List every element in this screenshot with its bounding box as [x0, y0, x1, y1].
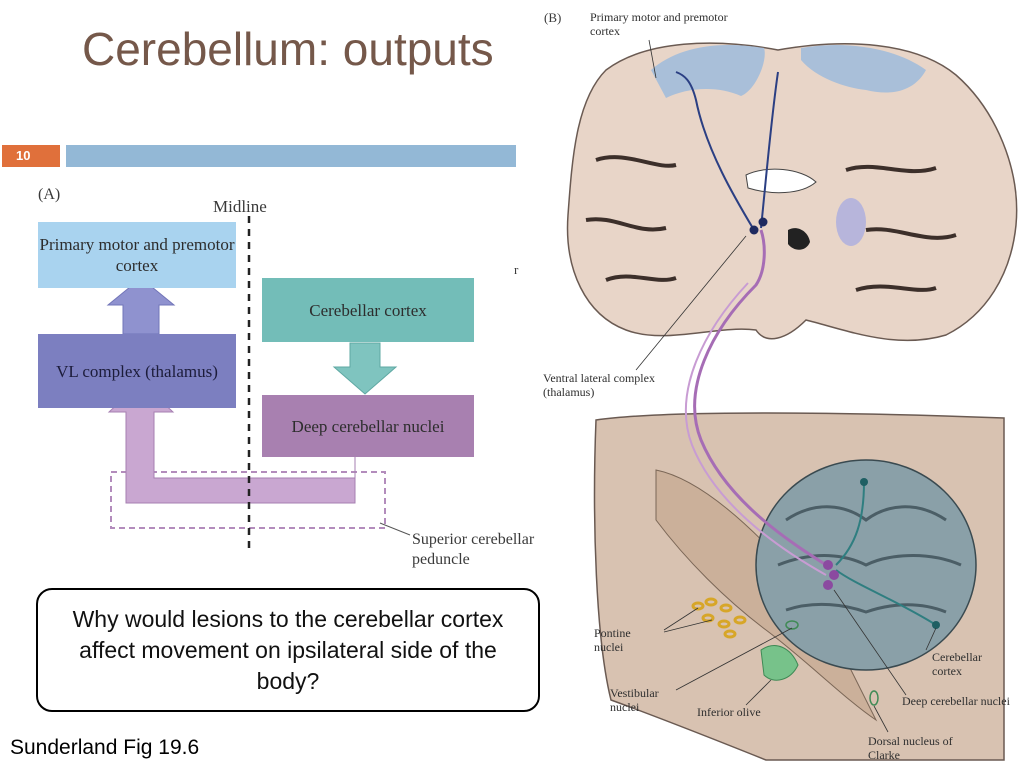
vl-to-motor-arrow	[106, 277, 176, 335]
vestibular-mark	[785, 620, 799, 630]
panel-b-label: (B)	[544, 10, 562, 25]
slide-number: 10	[2, 145, 60, 167]
label-inferior-olive: Inferior olive	[697, 705, 761, 719]
label-cerebellar-cortex: Cerebellar cortex	[932, 650, 982, 678]
midline-label: Midline	[213, 197, 267, 216]
pontine-nuclei-marks	[691, 597, 747, 639]
panel-a-label: (A)	[38, 186, 61, 203]
panel-b-illustration	[566, 39, 1018, 761]
label-pontine-nuclei: Pontine nuclei	[594, 626, 631, 654]
third-ventricle	[788, 228, 810, 250]
box-primary-motor: Primary motor and premotor cortex	[38, 222, 236, 288]
label-primary-motor: Primary motor and premotor cortex	[590, 10, 728, 38]
ventricle	[745, 168, 817, 194]
peduncle-label: Superior cerebellar peduncle	[412, 531, 535, 568]
label-ventral-lateral: Ventral lateral complex (thalamus)	[543, 371, 655, 399]
efferent-pathway	[693, 229, 832, 570]
peduncle-leader	[379, 522, 411, 536]
box-vl-complex: VL complex (thalamus)	[38, 334, 236, 408]
box-cerebellar-cortex: Cerebellar cortex	[262, 278, 474, 342]
cortex-to-nuclei-arrow	[332, 342, 398, 395]
pathway-dashed-outline	[110, 471, 386, 529]
figure-credit: Sunderland Fig 19.6	[10, 736, 200, 759]
motor-cortex-right	[801, 44, 926, 93]
box-deep-nuclei: Deep cerebellar nuclei	[262, 395, 474, 457]
label-deep-cerebellar-nuclei: Deep cerebellar nuclei	[902, 694, 1010, 708]
label-vestibular-nuclei: Vestibular nuclei	[610, 686, 659, 714]
leader-lines	[635, 39, 937, 733]
cortical-projections	[835, 481, 937, 626]
question-box: Why would lesions to the cerebellar cort…	[36, 588, 540, 712]
stray-char: r	[514, 262, 519, 277]
inferior-olive-mark	[760, 645, 799, 681]
slide-title: Cerebellum: outputs	[82, 23, 494, 75]
efferent-pathway-2	[684, 282, 827, 576]
clarke-mark	[869, 690, 879, 706]
label-dorsal-nucleus-clarke: Dorsal nucleus of Clarke	[868, 734, 953, 762]
sulci	[585, 155, 957, 292]
thalamocortical-projections	[675, 71, 779, 231]
internal-capsule-mark	[836, 198, 866, 246]
title-rule	[66, 145, 516, 167]
motor-cortex-left	[651, 44, 765, 98]
